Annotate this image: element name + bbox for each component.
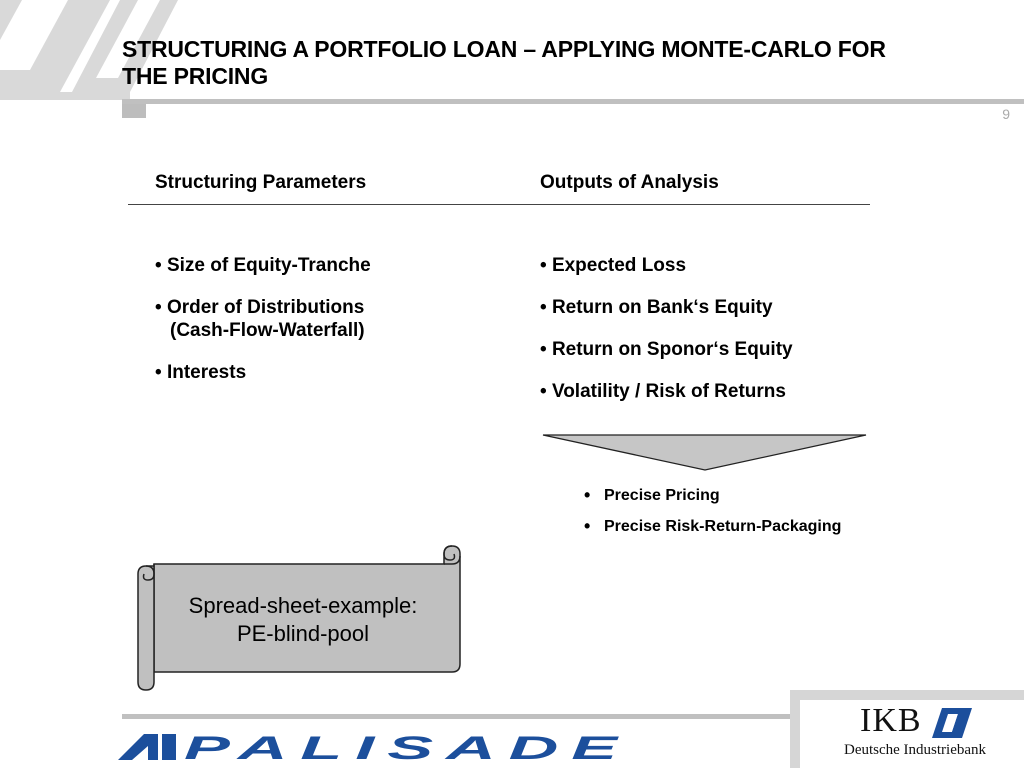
list-item-text: Order of Distributions [166,297,365,318]
bullet: • [155,255,162,276]
bullet: • [540,381,547,402]
list-item: • Size of Equity-Tranche [155,254,485,277]
list-item-text: Volatility / Risk of Returns [551,381,786,402]
list-item: Precise Risk-Return-Packaging [584,515,844,538]
list-item-text: Return on Sponor‘s Equity [551,339,793,360]
palisade-logo-text: PALISADE [184,730,630,764]
list-item: • Return on Sponor‘s Equity [540,338,880,361]
list-item-subtext: (Cash-Flow-Waterfall) [170,320,365,341]
bullet: • [155,362,162,383]
list-item-text: Size of Equity-Tranche [166,255,371,276]
palisade-logo: PALISADE [118,730,630,764]
list-item-text: Interests [166,362,247,383]
scroll-banner-shape [137,545,461,691]
funnel-arrow-shape [542,434,867,471]
ikb-logo-subtitle: Deutsche Industriebank [844,742,987,758]
ikb-logo-word: IKB [860,702,922,739]
list-item: • Interests [155,361,485,384]
list-item: • Expected Loss [540,254,880,277]
bullet: • [155,297,162,318]
structuring-parameters-list: • Size of Equity-Tranche • Order of Dist… [155,254,485,403]
bullet: • [540,297,547,318]
structuring-parameters-heading: Structuring Parameters [155,172,367,193]
page-number: 9 [1002,106,1010,122]
results-list: Precise Pricing Precise Risk-Return-Pack… [584,484,844,546]
note-line-1: Spread-sheet-example: [188,593,418,618]
list-item-text: Return on Bank‘s Equity [551,297,773,318]
ikb-logo-icon [932,708,972,738]
title-rule-accent [122,104,146,118]
list-item: Precise Pricing [584,484,844,507]
list-item: • Return on Bank‘s Equity [540,296,880,319]
list-item: • Order of Distributions (Cash-Flow-Wate… [155,296,485,342]
slide-title: STRUCTURING A PORTFOLIO LOAN – APPLYING … [122,36,886,89]
bullet: • [540,255,547,276]
outputs-of-analysis-list: • Expected Loss • Return on Bank‘s Equit… [540,254,880,422]
list-item-text: Expected Loss [551,255,687,276]
footer-rule [122,714,794,719]
bullet: • [540,339,547,360]
corner-logo-decoration [0,0,178,100]
spread-sheet-example-note: Spread-sheet-example: PE-blind-pool [160,592,446,648]
note-line-2: PE-blind-pool [236,621,370,646]
footer-logo-frame [790,690,1024,768]
column-header-rule [128,204,870,205]
outputs-of-analysis-heading: Outputs of Analysis [540,172,719,193]
title-rule [122,99,1024,104]
list-item: • Volatility / Risk of Returns [540,380,880,403]
